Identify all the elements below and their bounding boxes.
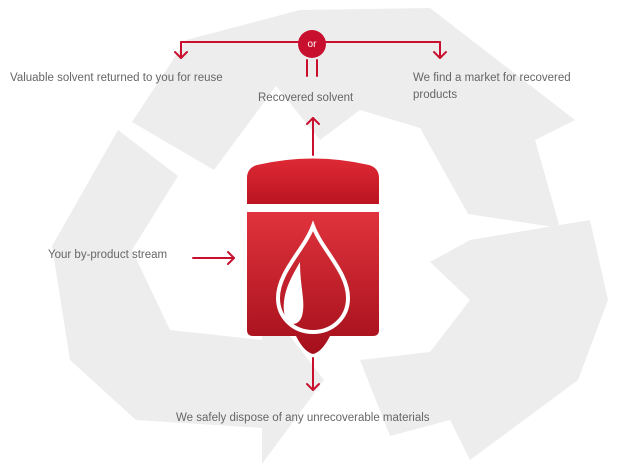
label-recovered-solvent: Recovered solvent	[258, 92, 354, 104]
label-return-to-you: Valuable solvent returned to you for reu…	[10, 72, 223, 84]
label-dispose: We safely dispose of any unrecoverable m…	[176, 412, 430, 424]
or-label: or	[307, 38, 317, 50]
left-branch-arrowhead	[174, 51, 188, 59]
input-arrow-head	[227, 251, 235, 265]
up-arrow-head	[306, 117, 320, 125]
or-badge: or	[298, 30, 326, 58]
down-arrow-head	[306, 383, 320, 391]
right-branch-arrowhead	[433, 51, 447, 59]
solvent-drum-drop-icon	[247, 158, 379, 354]
recycle-icon	[52, 8, 608, 464]
flow-connectors	[174, 41, 447, 391]
label-by-product-stream: Your by-product stream	[48, 249, 168, 261]
label-market: We find a market for recovered products	[413, 72, 571, 101]
